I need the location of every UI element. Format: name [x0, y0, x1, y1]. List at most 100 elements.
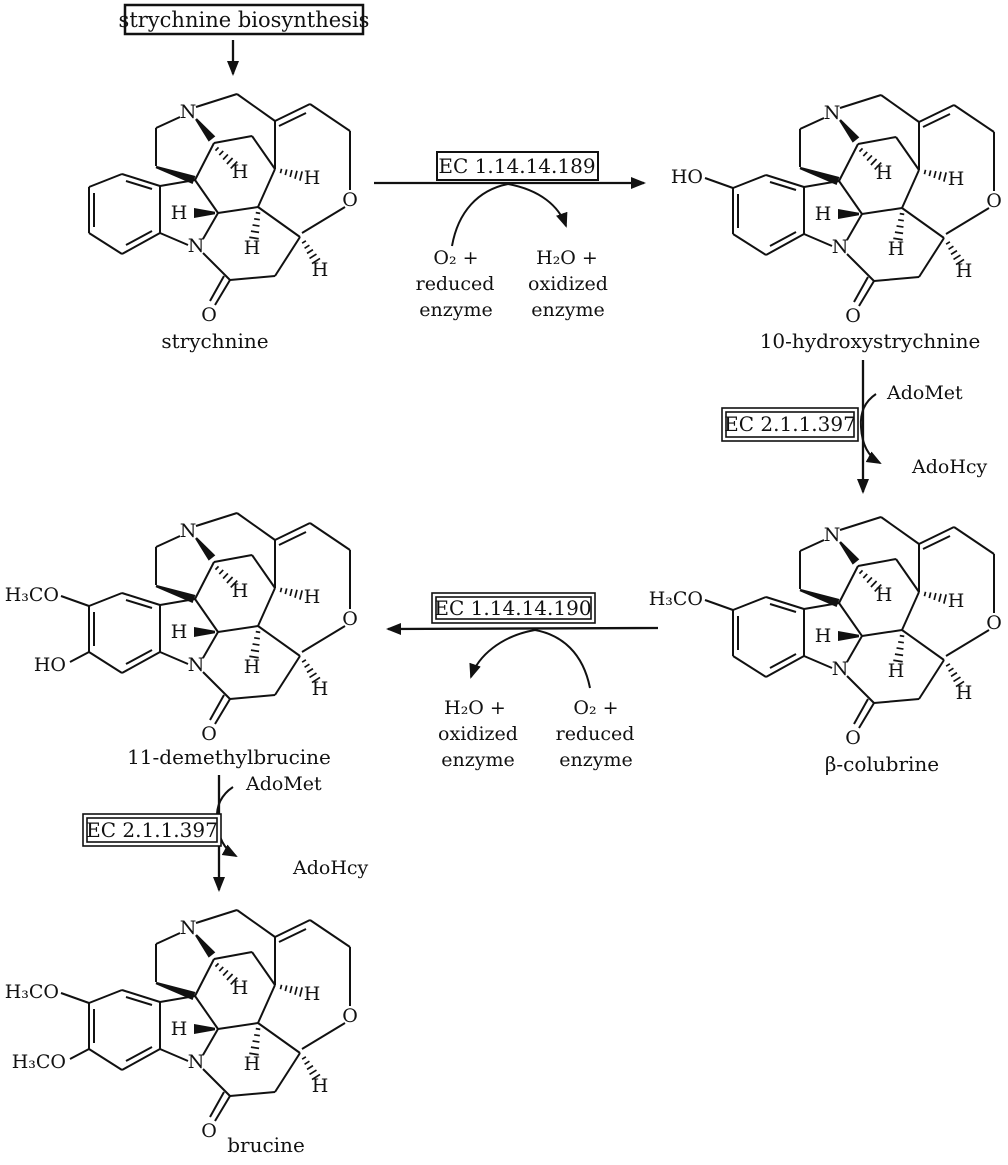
ec-box-4-inner [86, 817, 218, 843]
hash-bond [862, 151, 868, 157]
wedge-bond [194, 627, 215, 637]
hash-bond [950, 671, 958, 678]
bond [88, 173, 123, 188]
hash-bond [252, 643, 260, 646]
bond [121, 173, 161, 187]
hash-bond [311, 676, 321, 684]
hash-bond [284, 985, 288, 992]
bond [213, 135, 253, 144]
bond [769, 603, 797, 613]
bond [922, 535, 951, 550]
hash-bond [226, 157, 234, 165]
bond [214, 1095, 231, 1122]
hash-bond [294, 170, 298, 179]
bond [803, 655, 833, 669]
cofactor-in-1c: enzyme [419, 299, 493, 321]
hash-bond [858, 569, 864, 575]
hash-bond [214, 962, 220, 968]
nitrogen-atom-label: N [180, 101, 197, 123]
hash-bond [252, 224, 260, 227]
bond [257, 587, 276, 627]
nitrogen-atom-label: N [180, 520, 197, 542]
ec-box-3-inner [435, 596, 592, 620]
bond [895, 136, 920, 171]
bond [209, 275, 225, 302]
bond [274, 655, 301, 696]
bond [278, 928, 307, 943]
hash-bond [894, 653, 904, 657]
bond [257, 206, 301, 238]
bond [251, 951, 276, 986]
bond [274, 1052, 301, 1093]
hash-bond [289, 169, 293, 178]
bond [194, 142, 215, 181]
pathway-title: strychnine biosynthesis [119, 8, 370, 32]
bond [274, 236, 301, 277]
bond [195, 93, 238, 108]
hash-bond [254, 636, 260, 640]
hash-bond [870, 580, 878, 588]
bond [121, 232, 161, 255]
bond [838, 180, 863, 215]
bond [202, 671, 231, 700]
cofactor-out-4: AdoHcy [292, 857, 369, 879]
hash-bond [923, 591, 927, 597]
nitrogen-atom-label: N [188, 235, 205, 257]
label-brucine: brucine [227, 1133, 305, 1157]
oxygen-atom-label: O [986, 190, 1002, 212]
bond [121, 651, 161, 674]
bond [125, 1046, 153, 1062]
hash-bond [933, 592, 937, 601]
hash-bond [301, 240, 307, 244]
cofactor-out-1b: oxidized [528, 273, 608, 295]
bond [873, 698, 920, 704]
bond [838, 565, 859, 604]
wedge-bond [195, 934, 216, 958]
label-beta-colubrine: β-colubrine [825, 752, 939, 776]
bond [202, 1028, 219, 1056]
hash-bond [898, 640, 904, 644]
bond [274, 522, 311, 541]
bond [861, 629, 903, 637]
hydrogen-atom-label: H [948, 590, 965, 612]
bond [901, 169, 920, 209]
bond [155, 116, 181, 129]
bond [274, 919, 311, 938]
hash-bond [250, 649, 260, 653]
cofactor-out-2: AdoHcy [911, 456, 988, 478]
cofactor-out-3c: enzyme [441, 749, 515, 771]
cofactor-in-4: AdoMet [245, 773, 322, 795]
bond [799, 117, 825, 130]
substituent-label: H₃CO [649, 588, 703, 610]
bond [838, 143, 859, 182]
bond [202, 631, 219, 659]
hash-bond [311, 257, 321, 265]
nitrogen-atom-label: N [188, 654, 205, 676]
bond [88, 1048, 123, 1071]
bond [88, 592, 123, 607]
bond [765, 174, 805, 188]
wedge-bond [839, 119, 860, 143]
bond [257, 168, 276, 208]
hash-bond [230, 579, 238, 589]
hydrogen-atom-label: H [312, 259, 329, 281]
bond [278, 112, 307, 127]
hydrogen-atom-label: H [888, 238, 905, 260]
ec-number-3: EC 1.14.14.190 [434, 596, 591, 620]
bond [209, 1091, 225, 1118]
hash-bond [945, 663, 951, 667]
bond [257, 1022, 301, 1054]
hash-bond [893, 659, 903, 663]
bond [732, 233, 767, 256]
substituent-label: HO [671, 166, 703, 188]
ec-box-2-inner [725, 411, 855, 438]
hash-bond [289, 588, 293, 597]
bond [846, 213, 863, 241]
hash-bond [222, 969, 229, 977]
hash-bond [893, 237, 903, 241]
reaction-4: EC 2.1.1.397 AdoMet AdoHcy [82, 773, 369, 892]
nitrogen-atom-label: N [832, 658, 849, 680]
hash-bond [255, 211, 261, 215]
substituent-bond [69, 1048, 90, 1060]
